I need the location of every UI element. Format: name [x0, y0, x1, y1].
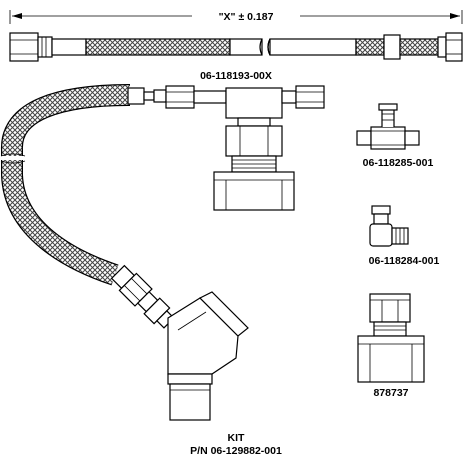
- kit-part-number: P/N 06-129882-001: [190, 445, 282, 457]
- hose-assembly-label: 06-118193-00X: [200, 70, 272, 82]
- dimension-line: "X" ± 0.187: [9, 10, 463, 24]
- adapter-illustration: [357, 293, 425, 383]
- dimension-label: "X" ± 0.187: [219, 11, 274, 23]
- kit-title: KIT: [228, 432, 246, 444]
- elbow-fitting-label: 06-118284-001: [369, 255, 440, 267]
- kit-hose-illustration: [0, 84, 325, 421]
- tee-fitting-illustration: [356, 103, 420, 150]
- adapter-label: 878737: [373, 387, 408, 399]
- elbow-fitting-illustration: [369, 205, 409, 247]
- tee-fitting-label: 06-118285-001: [363, 157, 434, 169]
- hose-assembly-illustration: [9, 32, 463, 62]
